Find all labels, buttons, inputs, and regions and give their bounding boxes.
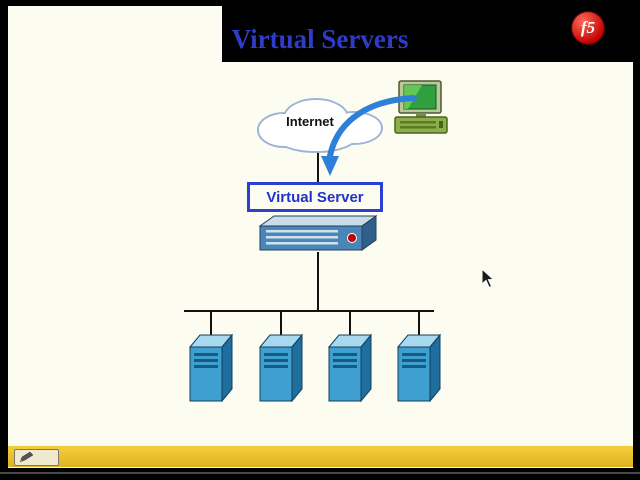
internet-cloud-icon: Internet <box>250 94 388 156</box>
top-black-band <box>222 0 640 62</box>
server-icon <box>396 333 442 403</box>
footer-bar <box>8 446 633 467</box>
internet-label: Internet <box>286 114 334 129</box>
annotation-tool-button[interactable] <box>14 449 59 466</box>
f5-logo-text: f5 <box>580 18 596 37</box>
frame-scanline <box>0 472 640 474</box>
client-computer-icon <box>392 80 450 138</box>
virtual-server-label: Virtual Server <box>266 188 364 206</box>
bigip-appliance-icon <box>256 212 380 258</box>
server-icon <box>327 333 373 403</box>
mouse-cursor <box>481 268 495 289</box>
pencil-icon <box>19 451 34 463</box>
f5-logo: f5 <box>571 11 605 45</box>
virtual-server-box: Virtual Server <box>247 182 383 212</box>
server-icon <box>188 333 234 403</box>
slide-title: Virtual Servers <box>231 24 409 54</box>
server-icon <box>258 333 304 403</box>
